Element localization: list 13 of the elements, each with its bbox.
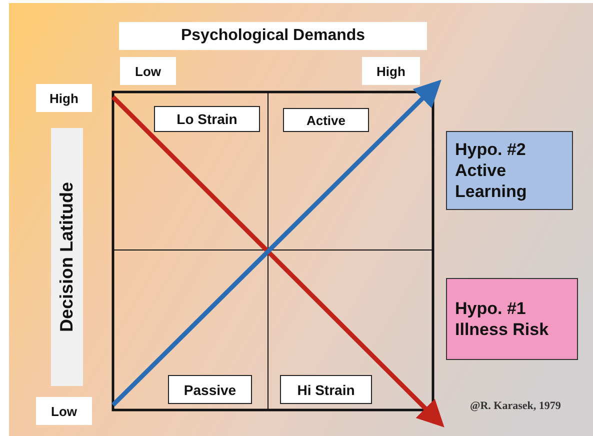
hypothesis-box: Hypo. #2 Active Learning — [446, 131, 573, 210]
quadrant-label: Passive — [168, 375, 252, 404]
quadrant-label: Active — [283, 108, 369, 132]
axis-title: Psychological Demands — [119, 22, 427, 50]
axis-level-label: High — [36, 84, 92, 112]
quadrant-label: Lo Strain — [154, 106, 260, 132]
axis-level-label: Low — [120, 57, 176, 85]
credit-note: @R. Karasek, 1979 — [470, 400, 561, 412]
axis-title: Decision Latitude — [51, 128, 83, 386]
axis-level-label: High — [362, 57, 420, 85]
hypothesis-box: Hypo. #1 Illness Risk — [446, 278, 578, 360]
axis-level-label: Low — [36, 397, 92, 425]
quadrant-label: Hi Strain — [280, 375, 372, 404]
